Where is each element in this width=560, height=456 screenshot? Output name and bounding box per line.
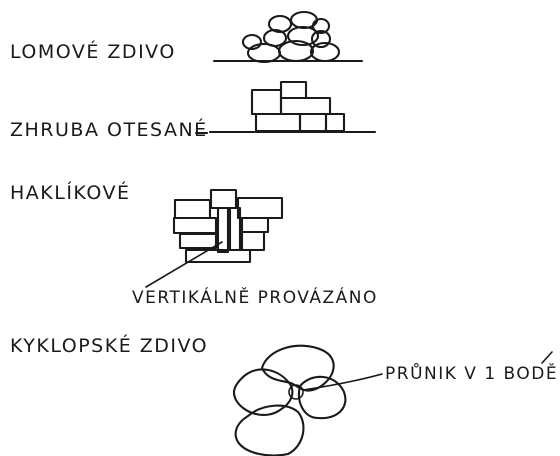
haklik-masonry-sketch <box>145 188 284 288</box>
dressed-block <box>250 88 283 116</box>
rubble-stone <box>310 29 332 49</box>
label-haklikove: HAKLÍKOVÉ <box>10 181 130 204</box>
rubble-stone <box>309 41 341 63</box>
rubble-stone <box>267 14 293 34</box>
label-accent-mark <box>541 351 553 364</box>
label-lomove-zdivo: LOMOVÉ ZDIVO <box>10 40 176 63</box>
cyclopean-stone-bottom <box>234 404 305 456</box>
haklik-vertical-stone <box>216 206 230 254</box>
haklik-block <box>240 230 266 252</box>
rubble-stone <box>241 33 263 51</box>
dressed-stone-sketch <box>194 80 377 135</box>
leader-line-prunik <box>302 373 383 391</box>
haklik-block <box>236 196 284 220</box>
dressed-block <box>298 112 328 133</box>
cyclopean-stone-left <box>232 368 294 416</box>
label-zhruba-otesane: ZHRUBA OTESANÉ <box>10 118 208 141</box>
intersection-point-circle <box>288 384 304 400</box>
rubble-stone <box>277 39 315 63</box>
haklik-block <box>173 198 212 220</box>
rubble-masonry-sketch <box>212 10 364 64</box>
dressed-block <box>324 112 346 133</box>
haklik-block <box>240 216 270 234</box>
label-vertikalne-provazano: VERTIKÁLNĚ PROVÁZÁNO <box>132 286 378 308</box>
dressed-block <box>254 112 302 133</box>
haklik-block <box>172 216 218 235</box>
cyclopean-masonry-sketch <box>232 344 553 456</box>
haklik-block <box>209 188 238 210</box>
haklik-block <box>184 248 252 264</box>
label-kyklopske-zdivo: KYKLOPSKÉ ZDIVO <box>10 334 208 357</box>
rubble-stone <box>262 28 288 48</box>
haklik-block <box>178 232 218 250</box>
cyclopean-stone-top <box>260 344 335 392</box>
cyclopean-stone-right <box>298 375 347 420</box>
dressed-block <box>279 96 332 116</box>
leader-line-vertical <box>145 241 223 288</box>
dressed-block <box>279 80 308 100</box>
rubble-stone <box>311 17 331 35</box>
label-prunik-v-1-bode: PRŮNIK V 1 BODĚ <box>385 362 558 384</box>
